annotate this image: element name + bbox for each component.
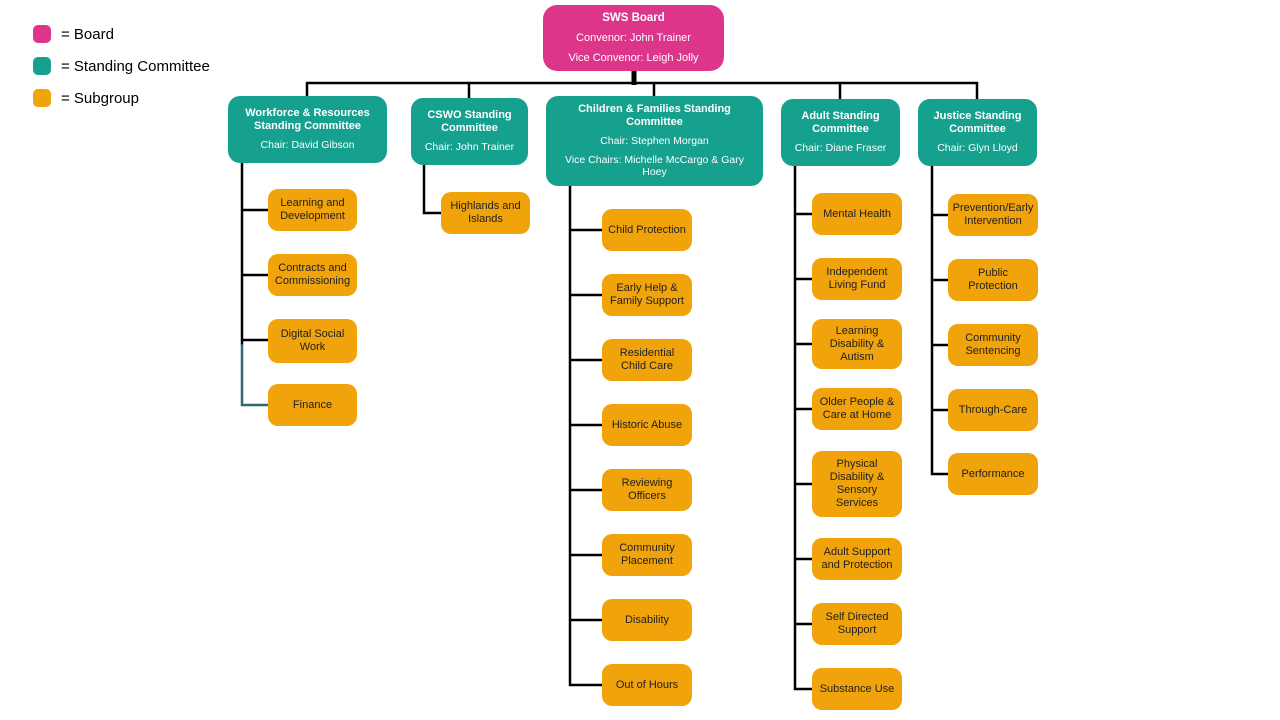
- subgroup-through-care: Through-Care: [948, 389, 1038, 431]
- board-node: SWS Board Convenor: John Trainer Vice Co…: [543, 5, 724, 71]
- committee-children-families: Children & Families Standing Committee C…: [546, 96, 763, 186]
- committee-vice-chairs: Vice Chairs: Michelle McCargo & Gary Hoe…: [565, 153, 744, 179]
- subgroup-finance: Finance: [268, 384, 357, 426]
- legend-item-standing-committee: = Standing Committee: [33, 57, 210, 75]
- board-convenor: Convenor: John Trainer: [576, 32, 691, 44]
- committee-adult: Adult Standing Committee Chair: Diane Fr…: [781, 99, 900, 166]
- subgroup-self-directed-support: Self Directed Support: [812, 603, 902, 645]
- committee-chair: Chair: Diane Fraser: [794, 142, 887, 155]
- committee-chair: Chair: Stephen Morgan: [600, 135, 709, 148]
- committee-title: Adult Standing Committee: [801, 110, 880, 136]
- subgroup-community-sentencing: Community Sentencing: [948, 324, 1038, 366]
- subgroup-reviewing-officers: Reviewing Officers: [602, 469, 692, 511]
- subgroup-residential-child-care: Residential Child Care: [602, 339, 692, 381]
- subgroup-child-protection: Child Protection: [602, 209, 692, 251]
- legend-label: = Board: [61, 25, 114, 43]
- subgroup-prevention-early-intervention: Prevention/Early Intervention: [948, 194, 1038, 236]
- legend-label: = Subgroup: [61, 89, 139, 107]
- subgroup-digital-social-work: Digital Social Work: [268, 319, 357, 363]
- subgroup-learning-disability-autism: Learning Disability & Autism: [812, 319, 902, 369]
- subgroup-early-help-family-support: Early Help & Family Support: [602, 274, 692, 316]
- committee-title: Workforce & Resources Standing Committee: [245, 107, 370, 133]
- board-color-swatch: [33, 25, 51, 43]
- committee-chair: Chair: Glyn Lloyd: [937, 142, 1018, 155]
- committee-title: Children & Families Standing Committee: [578, 103, 731, 129]
- committee-chair: Chair: David Gibson: [260, 139, 355, 152]
- subgroup-color-swatch: [33, 89, 51, 107]
- committee-justice: Justice Standing Committee Chair: Glyn L…: [918, 99, 1037, 166]
- subgroup-public-protection: Public Protection: [948, 259, 1038, 301]
- subgroup-older-people-care-at-home: Older People & Care at Home: [812, 388, 902, 430]
- legend: = Board = Standing Committee = Subgroup: [33, 25, 210, 121]
- subgroup-out-of-hours: Out of Hours: [602, 664, 692, 706]
- legend-item-subgroup: = Subgroup: [33, 89, 210, 107]
- connector-finance-teal: [240, 344, 268, 407]
- legend-label: = Standing Committee: [61, 57, 210, 75]
- subgroup-disability: Disability: [602, 599, 692, 641]
- subgroup-community-placement: Community Placement: [602, 534, 692, 576]
- connector-cswo-elbow: [422, 165, 441, 215]
- subgroup-contracts-and-commissioning: Contracts and Commissioning: [268, 254, 357, 296]
- subgroup-performance: Performance: [948, 453, 1038, 495]
- connector-justice-trunk: [930, 166, 948, 476]
- board-title: SWS Board: [602, 12, 665, 24]
- subgroup-adult-support-and-protection: Adult Support and Protection: [812, 538, 902, 580]
- connector-adult-trunk: [793, 166, 812, 691]
- connector-cf-trunk: [568, 186, 602, 687]
- committee-title: CSWO Standing Committee: [427, 109, 512, 135]
- subgroup-learning-and-development: Learning and Development: [268, 189, 357, 231]
- board-vice-convenor: Vice Convenor: Leigh Jolly: [568, 52, 699, 64]
- subgroup-independent-living-fund: Independent Living Fund: [812, 258, 902, 300]
- committee-title: Justice Standing Committee: [933, 110, 1022, 136]
- subgroup-physical-disability-sensory-services: Physical Disability & Sensory Services: [812, 451, 902, 517]
- standing-committee-color-swatch: [33, 57, 51, 75]
- committee-workforce-resources: Workforce & Resources Standing Committee…: [228, 96, 387, 163]
- committee-cswo: CSWO Standing Committee Chair: John Trai…: [411, 98, 528, 165]
- subgroup-historic-abuse: Historic Abuse: [602, 404, 692, 446]
- subgroup-highlands-and-islands: Highlands and Islands: [441, 192, 530, 234]
- legend-item-board: = Board: [33, 25, 210, 43]
- committee-chair: Chair: John Trainer: [424, 141, 515, 154]
- subgroup-substance-use: Substance Use: [812, 668, 902, 710]
- subgroup-mental-health: Mental Health: [812, 193, 902, 235]
